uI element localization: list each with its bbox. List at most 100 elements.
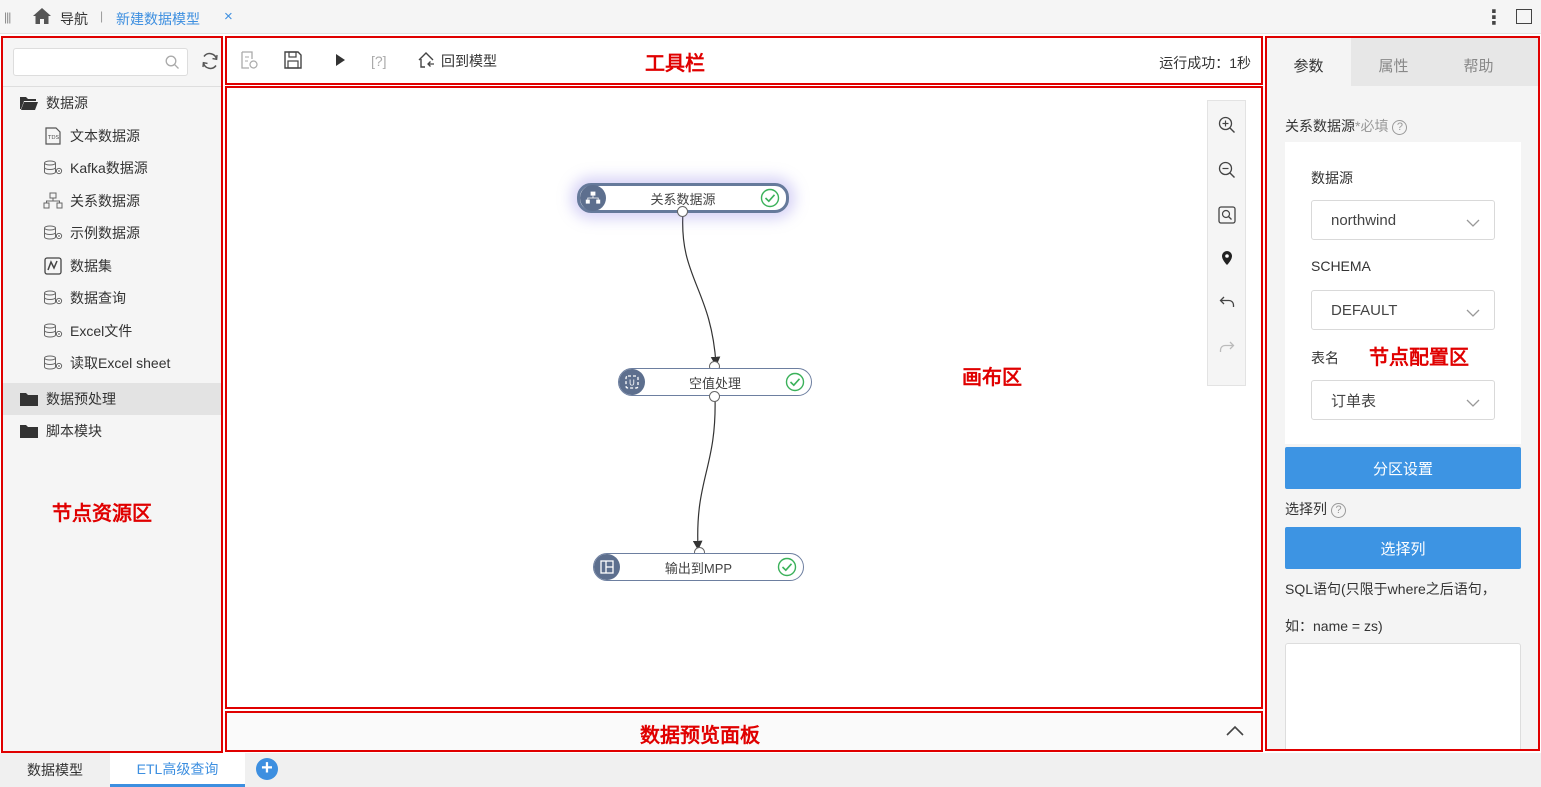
back-to-model-label: 回到模型 (441, 53, 497, 69)
property-button[interactable] (239, 50, 259, 72)
tab-data-model[interactable]: 数据模型 (27, 762, 83, 778)
tab-properties[interactable]: 属性 (1378, 57, 1409, 75)
redo-icon[interactable] (1217, 337, 1237, 357)
output-icon (594, 554, 620, 580)
connection-lines (682, 211, 721, 551)
save-button[interactable] (283, 50, 303, 72)
datasource-select[interactable]: northwind (1311, 200, 1495, 240)
tree-folder-datasource[interactable]: 数据源 (2, 87, 222, 119)
undo-icon[interactable] (1217, 292, 1237, 312)
database-gear-icon (42, 224, 64, 242)
table-label: 表名 (1311, 350, 1339, 366)
tree-item-sample-datasource[interactable]: 示例数据源 (2, 217, 222, 249)
tree-label: 关系数据源 (70, 193, 140, 209)
select-columns-button[interactable]: 选择列 (1285, 527, 1521, 569)
zoom-out-icon[interactable] (1217, 160, 1237, 180)
datasource-config-box: 数据源 northwind SCHEMA DEFAULT 表名 订单表 (1285, 142, 1521, 444)
more-icon[interactable]: ⋮ (1484, 7, 1504, 29)
canvas[interactable]: 关系数据源 U 空值处理 输出到MPP (227, 88, 1261, 708)
data-preview-panel (227, 711, 1261, 750)
chevron-down-icon (1466, 215, 1480, 232)
annotation-toolbar-label: 工具栏 (645, 53, 705, 75)
tree-label: 数据源 (46, 95, 88, 111)
tree-item-read-excel-sheet[interactable]: 读取Excel sheet (2, 347, 222, 379)
schema-value: DEFAULT (1331, 301, 1398, 319)
datasource-label: 数据源 (1311, 170, 1353, 186)
text-file-icon: TDS (42, 127, 64, 145)
svg-text:TDS: TDS (47, 135, 60, 141)
tab-params[interactable]: 参数 (1266, 36, 1351, 86)
search-box (13, 48, 188, 76)
tree-label: 示例数据源 (70, 225, 140, 241)
table-value: 订单表 (1331, 392, 1377, 410)
database-gear-icon (42, 159, 64, 177)
tab-help[interactable]: 帮助 (1463, 57, 1494, 75)
database-gear-icon (42, 289, 64, 307)
tree-item-dataset[interactable]: 数据集 (2, 250, 222, 282)
sql-textarea[interactable] (1285, 643, 1521, 750)
tree-item-data-query[interactable]: 数据查询 (2, 282, 222, 314)
tree-label: 数据查询 (70, 290, 126, 306)
tab-new-data-model[interactable]: 新建数据模型 (116, 11, 200, 27)
null-handle-icon: U (619, 369, 645, 395)
tree-label: Excel文件 (70, 323, 133, 339)
chevron-down-icon (1466, 395, 1480, 412)
back-to-model-button[interactable]: 回到模型 (417, 50, 497, 72)
search-input[interactable] (20, 49, 165, 75)
tree-item-kafka-datasource[interactable]: Kafka数据源 (2, 152, 222, 184)
schema-label: SCHEMA (1311, 258, 1371, 274)
partition-settings-button[interactable]: 分区设置 (1285, 447, 1521, 489)
chevron-up-icon[interactable] (1225, 724, 1245, 740)
chevron-down-icon (1466, 305, 1480, 322)
tree-label: 脚本模块 (46, 423, 102, 439)
node-resource-panel: 数据源 TDS 文本数据源 Kafka数据源 关系数据源 示例数据源 数据集 数… (2, 36, 222, 752)
node-label: 空值处理 (688, 375, 741, 391)
add-tab-button[interactable]: + (256, 758, 278, 780)
breadcrumb-separator: | (100, 9, 104, 23)
tab-etl-advanced-query[interactable]: ETL高级查询 (110, 753, 245, 787)
tree-item-text-datasource[interactable]: TDS 文本数据源 (2, 120, 222, 152)
help-button[interactable]: [?] (371, 53, 387, 69)
home-icon[interactable] (32, 7, 52, 28)
node-label: 输出到MPP (664, 560, 733, 576)
zoom-in-icon[interactable] (1217, 115, 1237, 135)
select-columns-label: 选择列 (1285, 501, 1327, 517)
fit-view-icon[interactable] (1217, 205, 1237, 225)
folder-icon (18, 390, 40, 408)
help-icon[interactable]: ? (1392, 119, 1408, 135)
table-select[interactable]: 订单表 (1311, 380, 1495, 420)
success-check-icon (777, 557, 797, 577)
flow-node-output-mpp[interactable]: 输出到MPP (593, 553, 804, 581)
config-tabs: » 参数 属性 帮助 (1266, 36, 1538, 86)
annotation-resources-label: 节点资源区 (52, 503, 152, 525)
annotation-preview-label: 数据预览面板 (640, 725, 760, 747)
schema-select[interactable]: DEFAULT (1311, 290, 1495, 330)
search-icon[interactable] (165, 55, 180, 73)
edge-1[interactable] (682, 211, 721, 367)
nav-link[interactable]: 导航 (60, 11, 88, 27)
tree-label: 数据预处理 (46, 391, 116, 407)
database-gear-icon (42, 354, 64, 372)
folder-icon (18, 422, 40, 440)
locate-pin-icon[interactable] (1217, 248, 1237, 268)
tree-folder-script[interactable]: 脚本模块 (2, 415, 222, 447)
folder-open-icon (18, 94, 40, 112)
tree-folder-preprocessing[interactable]: 数据预处理 (2, 383, 222, 415)
sql-label-line-2: 如：name = zs) (1285, 618, 1383, 634)
output-port[interactable] (677, 206, 688, 217)
menu-icon[interactable]: ||| (4, 10, 11, 24)
canvas-tool-bar (1207, 100, 1246, 386)
dataset-icon (42, 257, 64, 275)
run-button[interactable] (333, 50, 347, 72)
tree-item-excel-file[interactable]: Excel文件 (2, 315, 222, 347)
edge-2[interactable] (692, 395, 716, 551)
close-icon[interactable]: × (224, 8, 233, 25)
svg-text:U: U (629, 379, 635, 388)
tree-item-relational-datasource[interactable]: 关系数据源 (2, 185, 222, 217)
help-icon[interactable]: ? (1331, 502, 1346, 518)
divider (2, 86, 222, 87)
toolbar: [?] 回到模型 运行成功：1秒 (225, 36, 1261, 86)
maximize-icon[interactable] (1516, 9, 1532, 24)
output-port[interactable] (709, 391, 720, 402)
refresh-icon[interactable] (200, 51, 220, 74)
